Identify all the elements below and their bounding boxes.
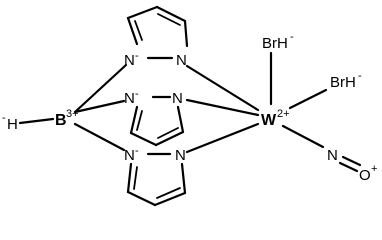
bond-bot-ring-3 [153, 191, 187, 207]
w-charge: 2+ [277, 108, 290, 120]
bond-mid-ring-1-double [136, 110, 143, 131]
bond-bot-ring-2 [126, 190, 157, 207]
bond-mid-ring-4 [176, 105, 185, 134]
bond-top-n-w [185, 64, 260, 112]
bond-n-o-1 [341, 155, 362, 167]
bond-b-mid-n [73, 99, 126, 114]
nitrosyl-o-atom: O [359, 167, 371, 184]
bot-n-atom: N [175, 147, 186, 164]
bond-top-ring-1-double [134, 20, 143, 41]
atom-labels: - H B 3+ N - N N - N N - N W 2+ BrH - Br… [2, 31, 377, 184]
bond-top-ring-4 [183, 19, 189, 48]
bond-mid-ring-2 [129, 131, 158, 147]
top-n-atom: N [176, 52, 187, 69]
w-atom: W [261, 112, 277, 129]
bot-n-minus-charge: - [135, 145, 139, 157]
bond-top-ring-1 [126, 16, 139, 46]
bond-w-br2 [288, 88, 328, 110]
nitrosyl-o-charge: + [371, 163, 377, 175]
nitrosyl-n-atom: N [327, 147, 338, 164]
h-charge: - [2, 112, 6, 124]
bond-top-ring-3 [155, 5, 187, 23]
br1-charge: - [290, 31, 294, 43]
bond-mid-ring-3-double [157, 127, 179, 139]
mid-n-minus-atom: N [124, 90, 135, 107]
b-atom: B [55, 112, 67, 129]
bond-b-bot-n [73, 122, 126, 152]
top-n-minus-charge: - [135, 50, 139, 62]
bot-n-minus-atom: N [124, 147, 135, 164]
b-charge: 3+ [66, 108, 79, 120]
mid-n-minus-charge: - [135, 88, 139, 100]
br1-atom: BrH [262, 35, 288, 52]
h-atom: H [7, 116, 18, 133]
br2-atom: BrH [330, 74, 356, 91]
bond-top-ring-3-double [157, 13, 181, 26]
bond-bot-ring-3-double [156, 187, 181, 199]
bond-mid-ring-1 [129, 105, 139, 135]
bond-bot-n-w [185, 122, 260, 154]
bonds [18, 5, 362, 207]
bond-b-top-n [73, 63, 128, 114]
bond-mid-ring-3 [154, 130, 185, 147]
bond-n-o-2 [338, 161, 359, 173]
mid-n-atom: N [172, 90, 183, 107]
bond-bot-ring-1-double [133, 166, 138, 190]
bond-bot-ring-4 [180, 162, 187, 195]
bond-mid-n-w [185, 98, 260, 117]
bond-w-no [281, 124, 325, 149]
br2-charge: - [358, 70, 362, 82]
top-n-minus-atom: N [124, 52, 135, 69]
bond-top-ring-2 [126, 5, 159, 20]
molecule-structure: - H B 3+ N - N N - N N - N W 2+ BrH - Br… [2, 5, 377, 207]
bond-h-b [18, 117, 55, 125]
bond-bot-ring-1 [126, 162, 133, 194]
